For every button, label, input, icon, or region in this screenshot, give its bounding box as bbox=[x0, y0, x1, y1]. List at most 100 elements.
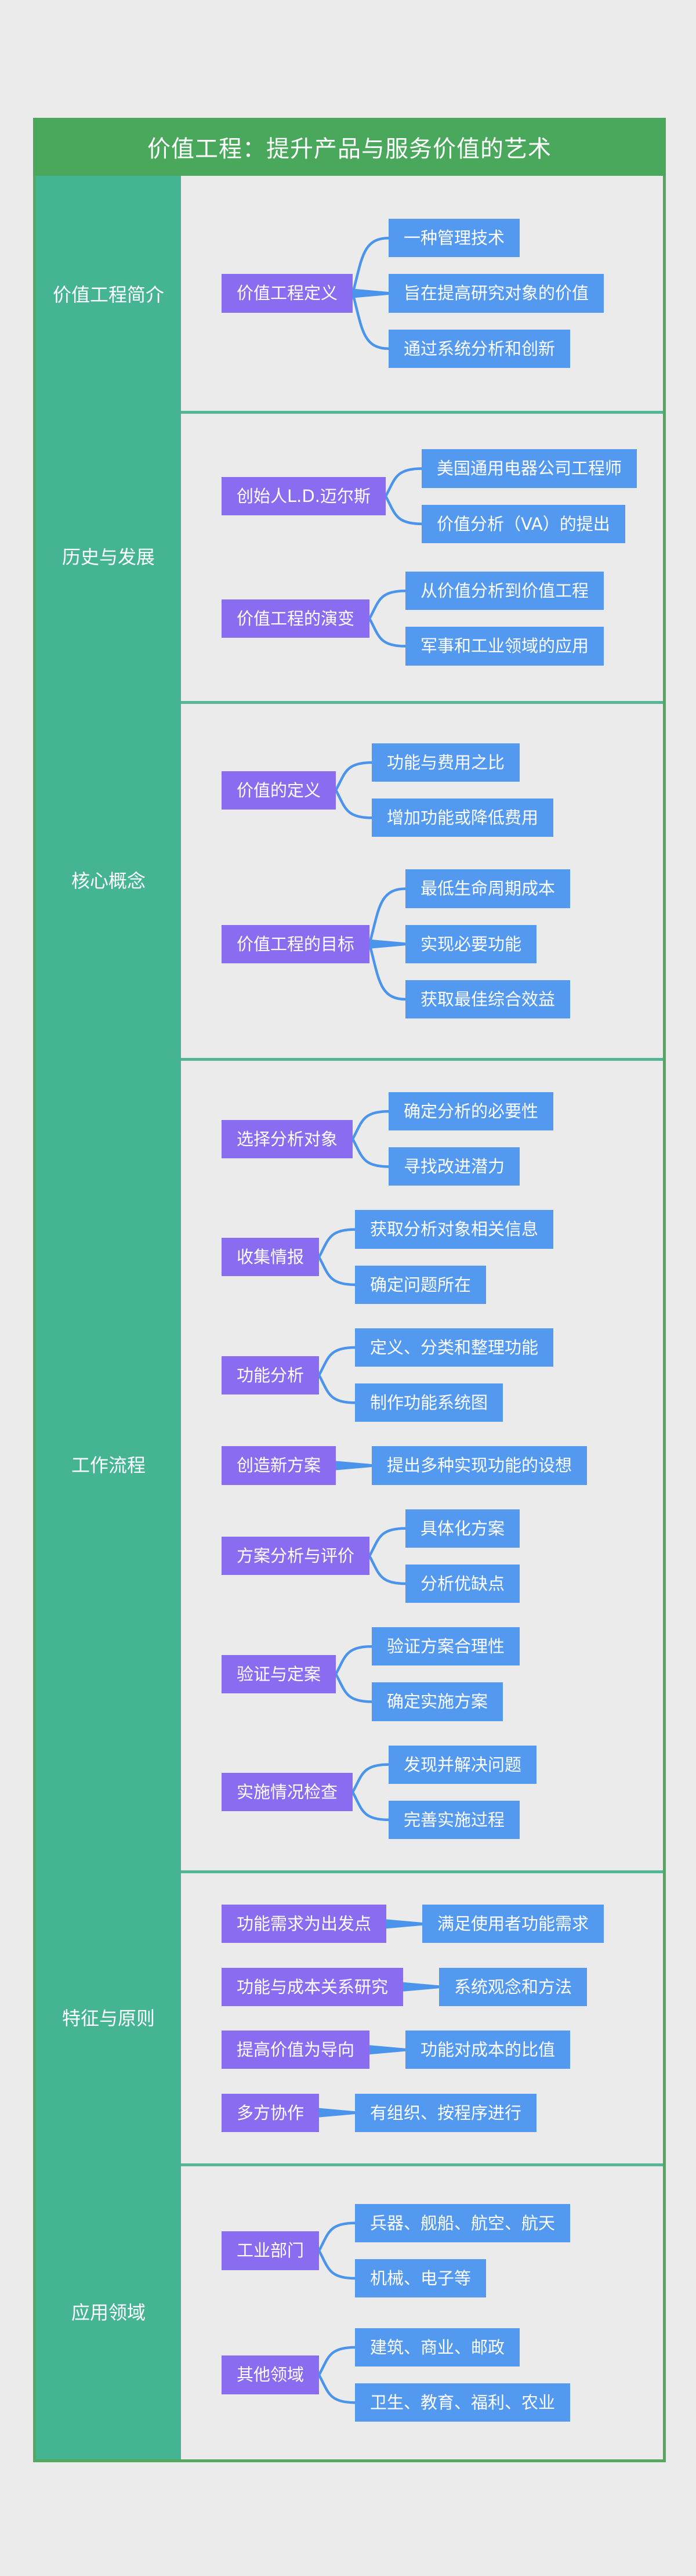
topic-node[interactable]: 验证与定案 bbox=[222, 1654, 336, 1693]
section-label: 工作流程 bbox=[71, 1454, 146, 1476]
topic-node[interactable]: 多方协作 bbox=[222, 2093, 320, 2132]
topic-node[interactable]: 工业部门 bbox=[222, 2231, 320, 2270]
subtopic-list: 定义、分类和整理功能制作功能系统图 bbox=[355, 1328, 554, 1422]
topic-node[interactable]: 价值工程定义 bbox=[222, 274, 353, 313]
subtopic-node[interactable]: 实现必要功能 bbox=[405, 924, 537, 963]
topic-node[interactable]: 实施情况检查 bbox=[222, 1773, 353, 1812]
subtopic-node[interactable]: 系统观念和方法 bbox=[439, 1967, 588, 2006]
subtopic-node[interactable]: 一种管理技术 bbox=[389, 219, 520, 258]
subtopic-node[interactable]: 功能与费用之比 bbox=[372, 743, 520, 782]
branch: 创始人L.D.迈尔斯美国通用电器公司工程师价值分析（VA）的提出 bbox=[222, 449, 657, 543]
subtopic-list: 建筑、商业、邮政卫生、教育、福利、农业 bbox=[355, 2328, 571, 2422]
subtopic-list: 美国通用电器公司工程师价值分析（VA）的提出 bbox=[421, 449, 637, 543]
topic-node[interactable]: 功能与成本关系研究 bbox=[222, 1967, 404, 2006]
subtopic-node[interactable]: 获取分析对象相关信息 bbox=[355, 1210, 554, 1249]
subtopic-node[interactable]: 美国通用电器公司工程师 bbox=[421, 449, 637, 488]
subtopic-list: 验证方案合理性确定实施方案 bbox=[372, 1627, 520, 1721]
section-content: 价值的定义功能与费用之比增加功能或降低费用价值工程的目标最低生命周期成本实现必要… bbox=[181, 701, 663, 1058]
subtopic-node[interactable]: 兵器、舰船、航空、航天 bbox=[355, 2203, 571, 2242]
subtopic-node[interactable]: 军事和工业领域的应用 bbox=[405, 627, 604, 666]
chart-title: 价值工程：提升产品与服务价值的艺术 bbox=[33, 118, 666, 176]
section-row: 价值工程简介 价值工程定义一种管理技术旨在提高研究对象的价值通过系统分析和创新 bbox=[36, 176, 663, 411]
subtopic-list: 最低生命周期成本实现必要功能获取最佳综合效益 bbox=[405, 869, 571, 1019]
subtopic-node[interactable]: 旨在提高研究对象的价值 bbox=[389, 274, 604, 313]
topic-node[interactable]: 创造新方案 bbox=[222, 1446, 336, 1485]
topic-node[interactable]: 价值工程的演变 bbox=[222, 599, 370, 638]
topic-node[interactable]: 提高价值为导向 bbox=[222, 2031, 370, 2069]
mindmap-body: 价值工程简介 价值工程定义一种管理技术旨在提高研究对象的价值通过系统分析和创新历史… bbox=[33, 176, 666, 2462]
branch: 功能需求为出发点满足使用者功能需求 bbox=[222, 1905, 657, 1943]
subtopic-node[interactable]: 建筑、商业、邮政 bbox=[355, 2328, 520, 2367]
topic-node[interactable]: 功能分析 bbox=[222, 1356, 320, 1394]
subtopic-list: 确定分析的必要性寻找改进潜力 bbox=[389, 1092, 554, 1186]
subtopic-list: 从价值分析到价值工程军事和工业领域的应用 bbox=[405, 572, 604, 666]
subtopic-node[interactable]: 通过系统分析和创新 bbox=[389, 329, 571, 368]
topic-node[interactable]: 选择分析对象 bbox=[222, 1119, 353, 1158]
sidebar-cell: 核心概念 bbox=[36, 701, 181, 1058]
section-row: 核心概念 价值的定义功能与费用之比增加功能或降低费用价值工程的目标最低生命周期成本… bbox=[36, 701, 663, 1058]
topic-node[interactable]: 方案分析与评价 bbox=[222, 1537, 370, 1576]
branch: 功能分析定义、分类和整理功能制作功能系统图 bbox=[222, 1328, 657, 1422]
topic-node[interactable]: 价值工程的目标 bbox=[222, 924, 370, 963]
branch: 价值工程的演变从价值分析到价值工程军事和工业领域的应用 bbox=[222, 572, 657, 666]
mindmap-chart: 价值工程：提升产品与服务价值的艺术 价值工程简介 价值工程定义一种管理技术旨在提高… bbox=[33, 118, 666, 2462]
subtopic-node[interactable]: 增加功能或降低费用 bbox=[372, 799, 554, 837]
subtopic-node[interactable]: 制作功能系统图 bbox=[355, 1383, 503, 1422]
subtopic-list: 满足使用者功能需求 bbox=[422, 1905, 604, 1943]
branch: 创造新方案提出多种实现功能的设想 bbox=[222, 1446, 657, 1485]
topic-node[interactable]: 价值的定义 bbox=[222, 771, 336, 810]
subtopic-node[interactable]: 发现并解决问题 bbox=[389, 1745, 537, 1784]
subtopic-node[interactable]: 有组织、按程序进行 bbox=[355, 2093, 537, 2132]
subtopic-list: 一种管理技术旨在提高研究对象的价值通过系统分析和创新 bbox=[389, 219, 604, 368]
branch: 方案分析与评价具体化方案分析优缺点 bbox=[222, 1509, 657, 1603]
subtopic-list: 有组织、按程序进行 bbox=[355, 2093, 537, 2132]
subtopic-list: 获取分析对象相关信息确定问题所在 bbox=[355, 1210, 554, 1304]
branch: 实施情况检查发现并解决问题完善实施过程 bbox=[222, 1745, 657, 1840]
section-row: 应用领域 工业部门兵器、舰船、航空、航天机械、电子等其他领域建筑、商业、邮政卫生、… bbox=[36, 2163, 663, 2459]
subtopic-node[interactable]: 价值分析（VA）的提出 bbox=[421, 504, 625, 543]
subtopic-node[interactable]: 寻找改进潜力 bbox=[389, 1147, 520, 1186]
subtopic-node[interactable]: 从价值分析到价值工程 bbox=[405, 572, 604, 610]
branch: 收集情报获取分析对象相关信息确定问题所在 bbox=[222, 1210, 657, 1304]
branch: 验证与定案验证方案合理性确定实施方案 bbox=[222, 1627, 657, 1721]
branch: 价值的定义功能与费用之比增加功能或降低费用 bbox=[222, 743, 657, 837]
topic-node[interactable]: 创始人L.D.迈尔斯 bbox=[222, 476, 386, 516]
section-label: 核心概念 bbox=[71, 869, 146, 892]
section-row: 历史与发展创始人L.D.迈尔斯美国通用电器公司工程师价值分析（VA）的提出价值工… bbox=[36, 411, 663, 701]
subtopic-node[interactable]: 具体化方案 bbox=[405, 1509, 520, 1548]
branch: 功能与成本关系研究系统观念和方法 bbox=[222, 1967, 657, 2006]
subtopic-list: 系统观念和方法 bbox=[439, 1967, 588, 2006]
subtopic-node[interactable]: 机械、电子等 bbox=[355, 2259, 487, 2298]
section-content: 工业部门兵器、舰船、航空、航天机械、电子等其他领域建筑、商业、邮政卫生、教育、福… bbox=[181, 2163, 663, 2459]
sidebar-cell: 工作流程 bbox=[36, 1058, 181, 1870]
subtopic-node[interactable]: 验证方案合理性 bbox=[372, 1627, 520, 1666]
branch: 价值工程的目标最低生命周期成本实现必要功能获取最佳综合效益 bbox=[222, 869, 657, 1019]
topic-node[interactable]: 收集情报 bbox=[222, 1238, 320, 1277]
subtopic-node[interactable]: 提出多种实现功能的设想 bbox=[372, 1446, 588, 1485]
branch: 其他领域建筑、商业、邮政卫生、教育、福利、农业 bbox=[222, 2328, 657, 2422]
topic-node[interactable]: 其他领域 bbox=[222, 2355, 320, 2394]
subtopic-node[interactable]: 确定问题所在 bbox=[355, 1265, 487, 1304]
subtopic-node[interactable]: 分析优缺点 bbox=[405, 1564, 520, 1603]
section-label: 价值工程简介 bbox=[52, 283, 164, 306]
sidebar-cell: 价值工程简介 bbox=[36, 176, 181, 411]
branch: 选择分析对象确定分析的必要性寻找改进潜力 bbox=[222, 1092, 657, 1186]
subtopic-node[interactable]: 定义、分类和整理功能 bbox=[355, 1328, 554, 1367]
section-label: 应用领域 bbox=[71, 2302, 146, 2324]
subtopic-node[interactable]: 功能对成本的比值 bbox=[405, 2031, 571, 2069]
section-row: 工作流程选择分析对象确定分析的必要性寻找改进潜力收集情报获取分析对象相关信息确定… bbox=[36, 1058, 663, 1870]
subtopic-node[interactable]: 获取最佳综合效益 bbox=[405, 980, 571, 1019]
subtopic-node[interactable]: 确定实施方案 bbox=[372, 1682, 503, 1721]
topic-node[interactable]: 功能需求为出发点 bbox=[222, 1905, 387, 1943]
subtopic-node[interactable]: 最低生命周期成本 bbox=[405, 869, 571, 908]
branch: 价值工程定义一种管理技术旨在提高研究对象的价值通过系统分析和创新 bbox=[222, 219, 657, 368]
section-content: 创始人L.D.迈尔斯美国通用电器公司工程师价值分析（VA）的提出价值工程的演变从… bbox=[181, 411, 663, 701]
subtopic-node[interactable]: 确定分析的必要性 bbox=[389, 1092, 554, 1131]
section-row: 特征与原则功能需求为出发点满足使用者功能需求功能与成本关系研究系统观念和方法提高… bbox=[36, 1870, 663, 2163]
subtopic-node[interactable]: 卫生、教育、福利、农业 bbox=[355, 2383, 571, 2422]
subtopic-node[interactable]: 满足使用者功能需求 bbox=[422, 1905, 604, 1943]
subtopic-node[interactable]: 完善实施过程 bbox=[389, 1800, 520, 1840]
subtopic-list: 功能对成本的比值 bbox=[405, 2031, 571, 2069]
section-label: 历史与发展 bbox=[61, 546, 155, 568]
section-content: 价值工程定义一种管理技术旨在提高研究对象的价值通过系统分析和创新 bbox=[181, 176, 663, 411]
